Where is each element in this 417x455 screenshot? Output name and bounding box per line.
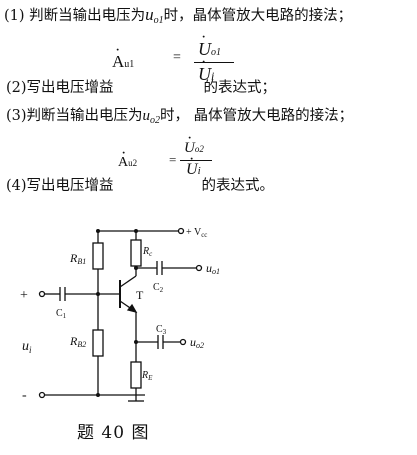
- f2-den-sub: i: [197, 165, 201, 177]
- q4-text-a: (4)写出电压增益: [6, 178, 114, 194]
- ui-label: ui: [22, 339, 32, 355]
- input-plus-terminal: [38, 290, 46, 298]
- q4-text-b: 的表达式。: [201, 178, 275, 194]
- f2-num-sub: o2: [194, 144, 204, 154]
- transistor-label: T: [136, 288, 144, 302]
- question-4: (4)写出电压增益 的表达式。: [6, 174, 274, 195]
- c3-label: C3: [156, 324, 167, 336]
- figure-caption: 题 40 图: [77, 423, 150, 443]
- vcc-terminal: [177, 227, 185, 235]
- uo2-terminal: [179, 338, 187, 346]
- rb2-resistor: [92, 329, 104, 357]
- junction-dot: [96, 292, 100, 296]
- question-1: (1) 判断当输出电压为uo1时，晶体管放大电路的接法；: [4, 4, 352, 26]
- re-resistor: [130, 361, 142, 389]
- uo1-terminal: [195, 264, 203, 272]
- minus-sign: -: [22, 388, 27, 403]
- rc-resistor: [130, 239, 142, 267]
- q1-prefix: (1): [4, 8, 25, 24]
- f1-den: U: [198, 54, 211, 85]
- f2-den: U: [186, 151, 198, 179]
- uo1-label: uo1: [206, 261, 220, 276]
- junction-dot: [134, 340, 138, 344]
- re-label: RE: [141, 370, 153, 382]
- q1-var-sub: o1: [153, 15, 164, 26]
- q1-text-b: 时，晶体管放大电路的接法；: [163, 8, 353, 24]
- junction-dot: [134, 266, 138, 270]
- q2-text-b: 的表达式；: [203, 80, 277, 96]
- f1-lhs: A: [112, 42, 124, 72]
- q3-var-sub: o2: [150, 115, 161, 126]
- q1-var: u: [145, 5, 154, 24]
- question-2: (2)写出电压增益 的表达式；: [6, 76, 276, 97]
- rb1-label: RB1: [69, 251, 86, 266]
- transistor-collector-lead: [119, 275, 137, 288]
- junction-dot: [96, 229, 100, 233]
- junction-dot: [134, 229, 138, 233]
- q3-text-a: (3)判断当输出电压为: [6, 108, 143, 124]
- q3-text-b: 时， 晶体管放大电路的接法；: [160, 108, 354, 124]
- question-3: (3)判断当输出电压为uo2时， 晶体管放大电路的接法；: [6, 104, 353, 126]
- q3-var: u: [142, 108, 151, 124]
- emitter-arrow: [126, 303, 138, 314]
- c1-label: C1: [56, 308, 67, 320]
- f1-eq: =: [173, 50, 181, 65]
- uo2-label: uo2: [190, 335, 204, 350]
- f2-eq: =: [169, 152, 177, 167]
- c2-label: C2: [153, 282, 164, 294]
- f2-lhs: A: [118, 145, 128, 171]
- f1-lhs-sub: u1: [124, 59, 135, 70]
- f1-den-sub: i: [211, 69, 215, 83]
- f2-lhs-sub: u2: [128, 158, 138, 168]
- f1-fraction-bar: [194, 62, 234, 63]
- f1-num-sub: o1: [211, 47, 221, 58]
- rb1-resistor: [92, 242, 104, 270]
- q1-text-a: 判断当输出电压为: [29, 8, 146, 24]
- q2-text-a: (2)写出电压增益: [6, 80, 114, 96]
- plus-sign: +: [20, 288, 28, 303]
- rc-label: Rc: [142, 246, 153, 258]
- input-minus-terminal: [38, 391, 46, 399]
- junction-dot: [96, 393, 100, 397]
- vcc-label: + Vcc: [186, 227, 207, 239]
- f2-num: U: [184, 130, 195, 157]
- rb2-label: RB2: [69, 334, 86, 349]
